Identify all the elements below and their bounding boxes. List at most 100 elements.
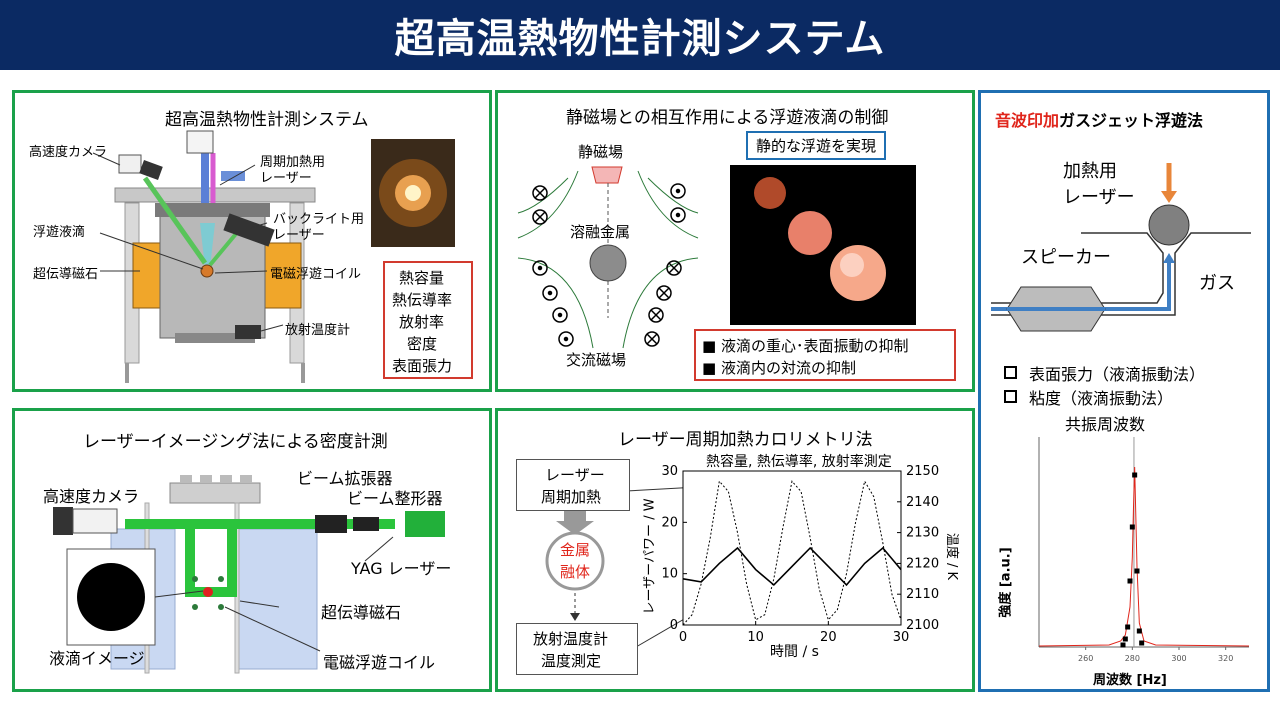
y2-tick-label: 2120 (906, 556, 939, 571)
panel-density: レーザーイメージング法による密度計測 高速度カメラ ビーム拡張器 ビーム整形器 … (12, 408, 492, 692)
data-point (1139, 640, 1145, 646)
x-tick-label: 300 (1171, 654, 1186, 663)
box-laser-periodic: レーザー 周期加熱 (516, 459, 630, 511)
property-2: 熱伝導率 (392, 291, 453, 309)
check-viscosity: 粘度（液滴振動法） (1029, 389, 1174, 408)
calorimetry-xlabel: 時間 / s (770, 644, 819, 660)
data-point (1129, 524, 1135, 530)
data-point (1132, 472, 1138, 478)
gasjet-title-rest: ガスジェット浮遊法 (1059, 111, 1204, 130)
resonance-chart: 260 280 300 320 (1038, 437, 1250, 663)
label-speaker: スピーカー (1021, 247, 1111, 268)
label-heating-laser-1: 周期加熱用 (260, 155, 326, 170)
resonance-ylabel: 強度 [a.u.] (998, 547, 1014, 618)
label-yag-laser: YAG レーザー (351, 559, 452, 578)
label-pyrometer: 放射温度計 (285, 323, 351, 338)
box-laser-line1: レーザー (545, 466, 605, 484)
gasjet-diagram (991, 163, 1251, 403)
x-tick-label: 30 (893, 630, 910, 645)
y2-tick-label: 2130 (906, 526, 939, 541)
box-pyrometer-line2: 温度測定 (541, 652, 602, 670)
data-point (1136, 628, 1142, 634)
magnetic-diagram (517, 165, 916, 349)
effect-2: ■ 液滴内の対流の抑制 (702, 359, 856, 377)
x-tick-label: 0 (679, 630, 687, 645)
calorimetry-subtitle: 熱容量, 熱伝導率, 放射率測定 (706, 454, 892, 470)
label-droplet-image: 液滴イメージ (49, 649, 145, 668)
gasjet-title: 音波印加ガスジェット浮遊法 (995, 107, 1203, 131)
label-coil: 電磁浮遊コイル (270, 267, 362, 282)
circle-metal-line2: 融体 (560, 563, 591, 581)
label-magnet: 超伝導磁石 (321, 603, 402, 622)
box-pyrometer-line1: 放射温度計 (533, 630, 609, 648)
density-diagram (53, 475, 445, 674)
series-line-1 (682, 479, 902, 626)
x-tick-label: 280 (1125, 654, 1140, 663)
y2-tick-label: 2140 (906, 495, 939, 510)
properties-box: 熱容量 熱伝導率 放射率 密度 表面張力 (383, 261, 473, 379)
label-backlight-1: バックライト用 (273, 212, 365, 227)
box-laser-line2: 周期加熱 (541, 488, 602, 506)
gasjet-title-red: 音波印加 (995, 111, 1060, 130)
label-heating-laser-2: レーザー (1063, 187, 1135, 208)
plot-area (682, 470, 902, 626)
label-coil: 電磁浮遊コイル (323, 653, 436, 672)
label-heating-laser-2: レーザー (260, 171, 312, 186)
property-4: 密度 (407, 335, 438, 353)
box-pyrometer: 放射温度計 温度測定 (516, 623, 638, 675)
panel-magnetic: 静磁場との相互作用による浮遊液滴の制御 静磁場 溶融 (495, 90, 975, 392)
y2-tick-label: 2100 (906, 618, 939, 633)
property-3: 放射率 (399, 313, 445, 331)
calorimetry-flow (545, 486, 699, 648)
label-heating-laser-1: 加熱用 (1063, 161, 1117, 182)
y2-tick-label: 2110 (906, 587, 939, 602)
label-static-field: 静磁場 (578, 143, 624, 161)
x-tick-label: 20 (820, 630, 837, 645)
density-title: レーザーイメージング法による密度計測 (83, 432, 388, 452)
panel-system: 超高温熱物性計測システム (12, 90, 492, 392)
label-magnet: 超伝導磁石 (33, 267, 99, 282)
x-tick-label: 260 (1078, 654, 1093, 663)
effects-box: ■ 液滴の重心･表面振動の抑制 ■ 液滴内の対流の抑制 (694, 329, 956, 381)
system-diagram (92, 130, 455, 383)
system-title: 超高温熱物性計測システム (165, 110, 369, 130)
panel-calorimetry: レーザー周期加熱カロリメトリ法 熱容量, 熱伝導率, 放射率測定 レーザー 周期… (495, 408, 975, 692)
label-molten-metal: 溶融金属 (570, 223, 631, 241)
fit-line (1038, 466, 1250, 647)
resonance-chart-title: 共振周波数 (1065, 415, 1146, 434)
effect-1: ■ 液滴の重心･表面振動の抑制 (702, 337, 909, 355)
data-point (1134, 568, 1140, 574)
y-tick-label: 10 (661, 567, 678, 582)
page-title: 超高温熱物性計測システム (394, 16, 886, 62)
y-tick-label: 20 (661, 515, 678, 530)
label-beam-expander: ビーム拡張器 (297, 469, 393, 488)
title-bar: 超高温熱物性計測システム (0, 0, 1280, 70)
panel-gasjet: 音波印加ガスジェット浮遊法 加熱用 レーザー スピーカー ガス 表面張力（液滴振… (978, 90, 1270, 692)
calorimetry-y2label: 温度 / K (944, 532, 960, 581)
y2-tick-label: 2150 (906, 464, 939, 479)
x-tick-label: 10 (747, 630, 764, 645)
calorimetry-ylabel: レーザーパワー / W (642, 498, 658, 615)
check-surface-tension: 表面張力（液滴振動法） (1029, 365, 1206, 384)
resonance-xlabel: 周波数 [Hz] (1093, 673, 1167, 688)
label-beam-shaper: ビーム整形器 (347, 489, 443, 508)
series-line-2 (682, 546, 902, 587)
label-backlight-2: レーザー (273, 228, 325, 243)
label-camera: 高速度カメラ (29, 145, 108, 160)
magnetic-title: 静磁場との相互作用による浮遊液滴の制御 (566, 108, 889, 128)
data-point (1120, 642, 1126, 648)
property-1: 熱容量 (399, 269, 445, 287)
label-camera: 高速度カメラ (43, 487, 140, 506)
label-ac-field: 交流磁場 (566, 351, 627, 369)
label-droplet: 浮遊液滴 (33, 225, 86, 240)
circle-metal-line1: 金属 (560, 541, 591, 559)
data-point (1127, 578, 1133, 584)
callout-static-levitation: 静的な浮遊を実現 (746, 131, 887, 160)
property-5: 表面張力 (392, 357, 453, 375)
y-tick-label: 30 (661, 464, 678, 479)
data-point (1125, 624, 1131, 630)
y-tick-label: 0 (670, 618, 678, 633)
x-tick-label: 320 (1218, 654, 1233, 663)
calorimetry-title: レーザー周期加熱カロリメトリ法 (618, 430, 873, 450)
